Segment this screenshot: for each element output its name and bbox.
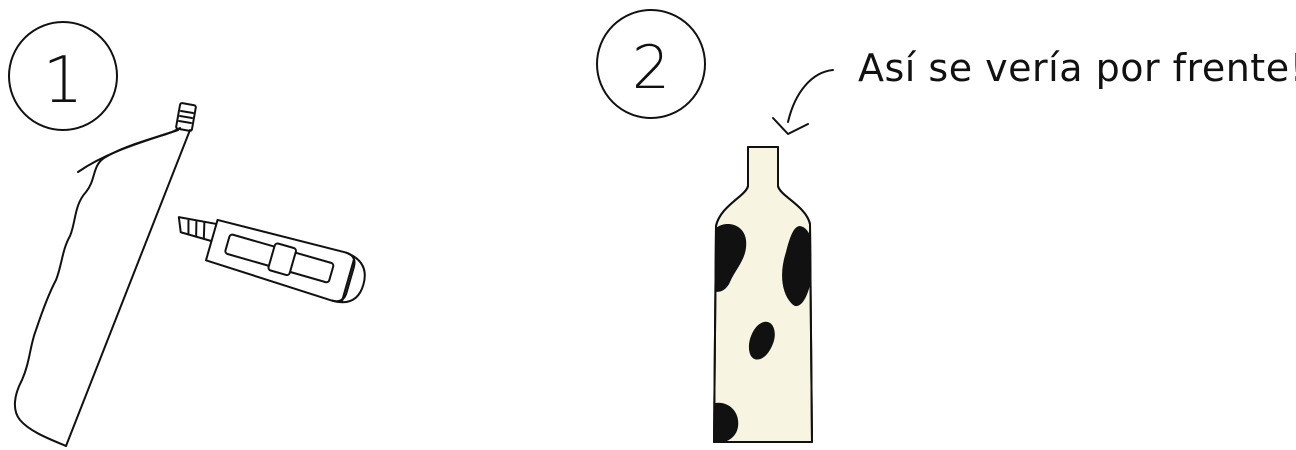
bottle-inner-edge — [78, 130, 178, 172]
step-2-number: 2 — [632, 33, 670, 103]
step-1-number: 1 — [43, 44, 84, 118]
step-2-badge: 2 — [597, 10, 705, 118]
cap-ridge — [179, 121, 191, 123]
box-cutter-icon — [168, 206, 370, 308]
bottle-cut-line — [66, 130, 190, 446]
cap-ridge — [180, 116, 192, 118]
cap-ridge — [181, 111, 193, 113]
step-1-badge: 1 — [9, 22, 117, 130]
step-2-caption: Así se vería por frente!!! — [858, 46, 1296, 90]
curved-arrow-icon — [773, 70, 833, 134]
bottle-outer-edge — [15, 128, 180, 446]
arrow-head — [773, 118, 808, 134]
arrow-shaft — [788, 70, 833, 122]
cut-bottle-side-icon — [15, 103, 196, 446]
cow-print-bottle-icon — [712, 147, 814, 444]
